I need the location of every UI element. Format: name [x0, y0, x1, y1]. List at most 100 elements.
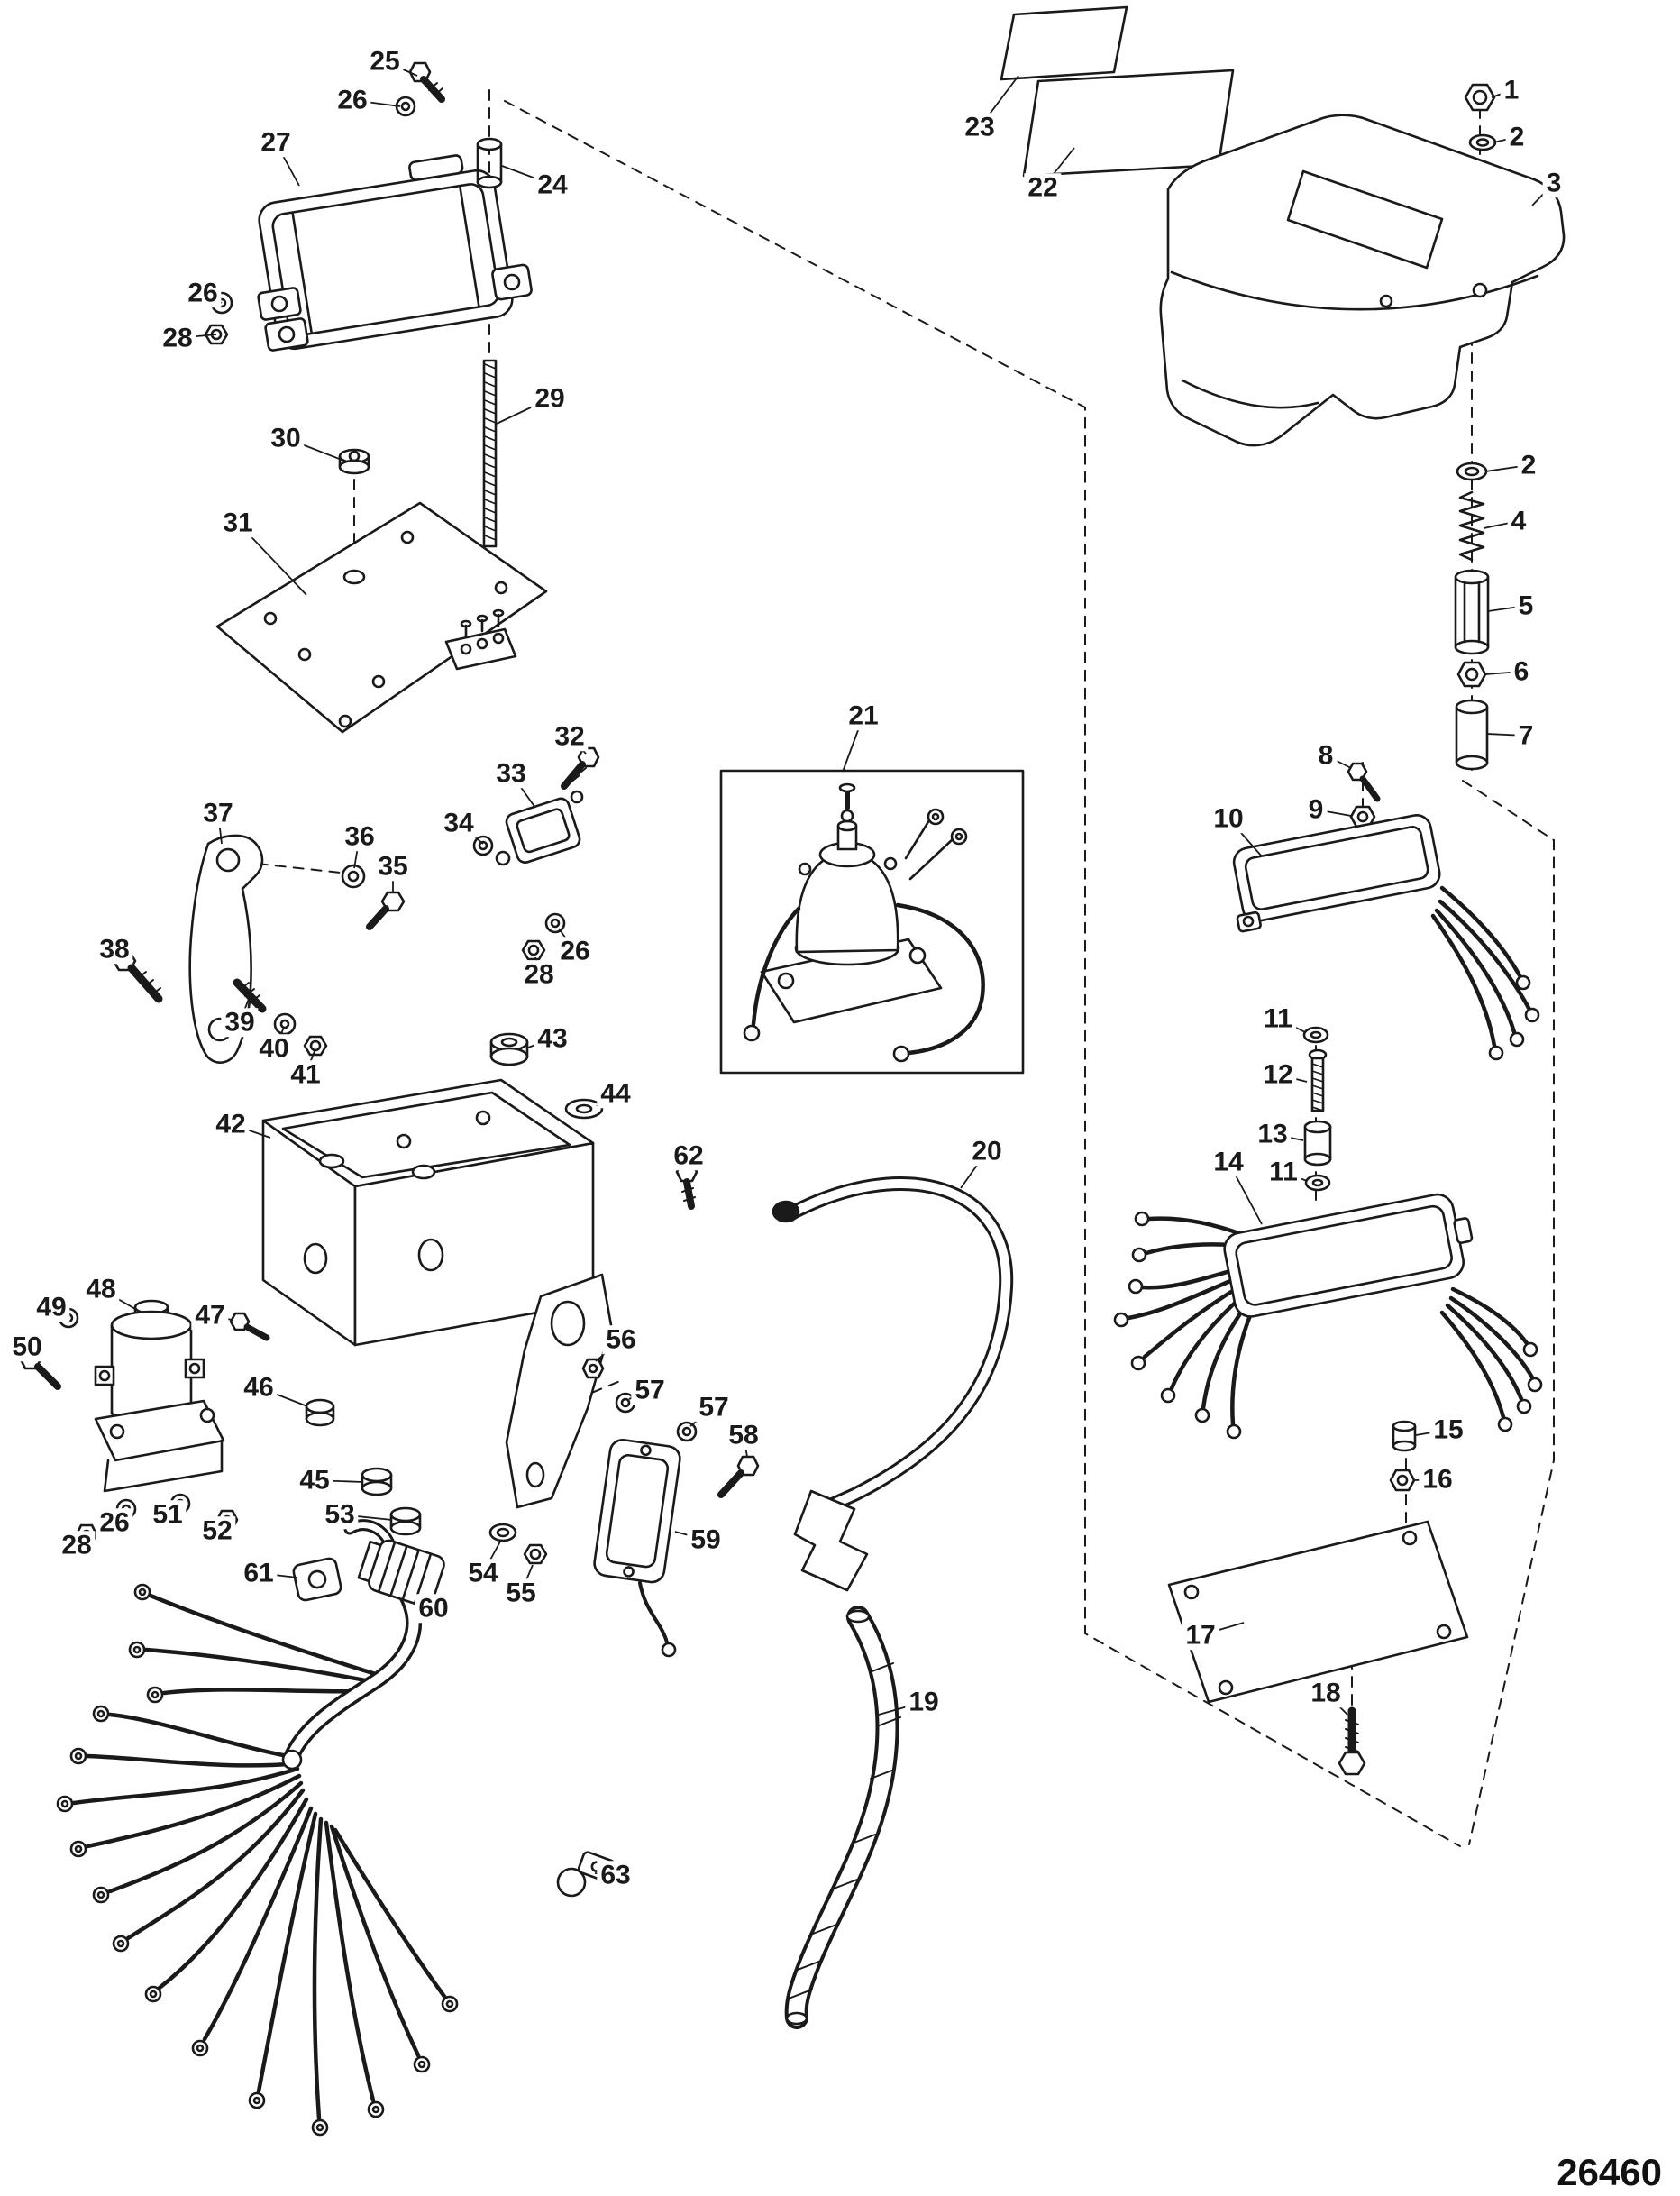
- callout-33: 33: [492, 759, 530, 788]
- callout-49: 49: [32, 1293, 70, 1322]
- module-33: [495, 790, 584, 866]
- bolt-32: [561, 746, 600, 790]
- callout-3: 3: [1542, 169, 1566, 197]
- plate-17: [1167, 1520, 1469, 1704]
- callout-24: 24: [534, 170, 571, 199]
- callout-26: 26: [333, 86, 371, 114]
- callout-58: 58: [725, 1421, 762, 1450]
- callout-63: 63: [597, 1861, 635, 1889]
- callout-26: 26: [184, 279, 222, 307]
- sleeve-19: [784, 1606, 901, 2029]
- callout-28: 28: [58, 1531, 96, 1560]
- callout-51: 51: [149, 1500, 187, 1529]
- nut-16: [1389, 1469, 1416, 1492]
- nut-6: [1456, 661, 1487, 688]
- callout-20: 20: [968, 1137, 1006, 1166]
- bolt-25: [408, 61, 445, 103]
- callout-11: 11: [1260, 1004, 1296, 1033]
- callout-40: 40: [255, 1034, 293, 1063]
- callout-15: 15: [1429, 1415, 1467, 1444]
- callout-43: 43: [534, 1024, 571, 1053]
- callout-26: 26: [556, 937, 594, 965]
- callout-28: 28: [520, 960, 558, 989]
- stud-39: [233, 978, 267, 1013]
- grommet-43: [489, 1032, 529, 1066]
- callout-35: 35: [374, 852, 412, 881]
- callout-42: 42: [212, 1110, 250, 1139]
- callout-4: 4: [1507, 507, 1530, 535]
- bolt-47: [229, 1312, 270, 1341]
- callout-14: 14: [1210, 1148, 1247, 1176]
- callout-47: 47: [191, 1301, 229, 1330]
- callout-21: 21: [845, 701, 882, 730]
- grommet-45: [361, 1467, 393, 1496]
- plug-wire-20: [772, 1176, 1014, 1592]
- washer-26b: [395, 96, 416, 117]
- washer-57b: [676, 1421, 698, 1442]
- callout-29: 29: [531, 384, 569, 413]
- callout-2: 2: [1505, 123, 1529, 151]
- bolt-35: [366, 891, 406, 930]
- connector-60: [343, 1519, 445, 1608]
- callout-17: 17: [1182, 1621, 1219, 1650]
- grommet-53: [389, 1506, 422, 1536]
- callout-8: 8: [1314, 741, 1338, 770]
- nut-28b: [521, 939, 546, 961]
- callout-53: 53: [321, 1500, 359, 1529]
- grommet-46: [305, 1398, 335, 1427]
- callout-2: 2: [1517, 451, 1540, 480]
- callout-59: 59: [687, 1525, 725, 1554]
- cover-3: [1159, 114, 1566, 447]
- callout-54: 54: [464, 1559, 502, 1588]
- washer-40: [273, 1012, 297, 1036]
- callout-1: 1: [1500, 76, 1523, 105]
- callout-39: 39: [221, 1008, 259, 1037]
- callout-27: 27: [257, 128, 295, 157]
- ecm-module-27: [257, 154, 533, 352]
- callout-11: 11: [1265, 1157, 1301, 1186]
- diagram-number: 26460: [1553, 2151, 1666, 2194]
- callout-6: 6: [1510, 657, 1533, 686]
- module-10: [1232, 814, 1540, 1061]
- callout-28: 28: [159, 324, 196, 352]
- spring-4: [1458, 490, 1485, 562]
- bolt-58: [717, 1455, 760, 1498]
- washer-54: [488, 1523, 517, 1542]
- spacer-5: [1454, 569, 1490, 655]
- callout-60: 60: [415, 1594, 452, 1623]
- callout-9: 9: [1304, 795, 1328, 824]
- callout-56: 56: [602, 1325, 640, 1354]
- pad-23: [1000, 5, 1128, 81]
- callout-62: 62: [670, 1141, 708, 1170]
- callout-31: 31: [219, 508, 257, 537]
- bracket-37: [188, 834, 264, 1064]
- solenoid-48: [94, 1299, 225, 1493]
- spacer-24: [476, 137, 503, 189]
- callout-12: 12: [1259, 1060, 1297, 1089]
- module-14: [1113, 1193, 1543, 1440]
- spacer-13: [1303, 1120, 1332, 1167]
- stud-29: [482, 359, 498, 548]
- callout-57: 57: [631, 1376, 669, 1405]
- callout-61: 61: [240, 1559, 278, 1588]
- spacer-7: [1455, 699, 1489, 771]
- coil-assembly-21: [719, 769, 1025, 1075]
- callout-36: 36: [341, 822, 379, 851]
- spacer-15: [1392, 1420, 1417, 1452]
- nut-55: [523, 1543, 548, 1565]
- callout-48: 48: [82, 1275, 120, 1304]
- washer-34: [472, 835, 494, 856]
- grommet-30: [338, 448, 370, 475]
- callout-10: 10: [1210, 804, 1247, 833]
- callout-44: 44: [597, 1079, 635, 1108]
- callout-57: 57: [695, 1393, 733, 1422]
- mount-plate-31: [215, 501, 548, 734]
- washer-44: [564, 1098, 604, 1120]
- clamp-61: [292, 1557, 342, 1602]
- callout-19: 19: [905, 1688, 943, 1716]
- callout-30: 30: [267, 424, 305, 453]
- callout-41: 41: [287, 1060, 324, 1089]
